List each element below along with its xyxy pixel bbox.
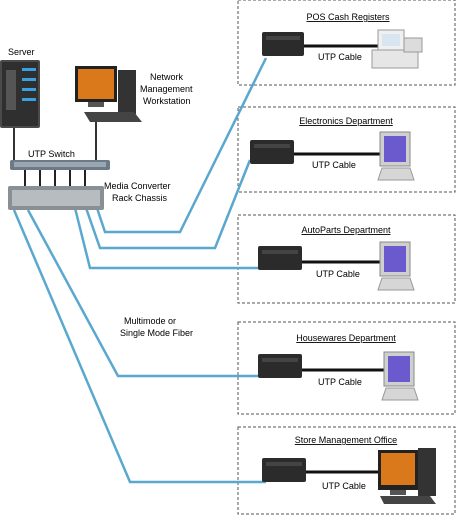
cable-label-3: UTP Cable xyxy=(318,377,362,387)
utp-switch-icon xyxy=(10,160,110,170)
department-box-3 xyxy=(237,321,456,415)
fiber-link-autoparts xyxy=(73,207,260,270)
fiber-label-line-0: Multimode or xyxy=(124,316,176,326)
department-box-0 xyxy=(237,0,456,86)
monitor-icon-1 xyxy=(377,131,415,181)
monitor-icon-3 xyxy=(381,351,419,401)
department-title-4: Store Management Office xyxy=(295,435,397,445)
department-title-0: POS Cash Registers xyxy=(306,12,390,22)
media-converter-icon-4 xyxy=(262,458,306,482)
fiber-link-management xyxy=(12,209,266,484)
chassis-label-line-0: Media Converter xyxy=(104,181,171,191)
cable-label-2: UTP Cable xyxy=(316,269,360,279)
server-icon xyxy=(0,60,40,128)
fiber-link-electronics xyxy=(83,159,252,250)
fiber-links xyxy=(12,57,268,484)
media-converter-icon-2 xyxy=(258,246,302,270)
workstation-icon xyxy=(75,66,142,122)
department-title-3: Housewares Department xyxy=(296,333,396,343)
media-converter-icon-1 xyxy=(250,140,294,164)
patch-cables xyxy=(24,170,86,186)
department-box-4 xyxy=(237,426,456,515)
department-title-1: Electronics Department xyxy=(299,116,393,126)
monitor-icon-2 xyxy=(377,241,415,291)
department-box-1 xyxy=(237,106,456,193)
cable-label-1: UTP Cable xyxy=(312,160,356,170)
fiber-label-line-1: Single Mode Fiber xyxy=(120,328,193,338)
media-converter-icon-3 xyxy=(258,354,302,378)
cable-label-0: UTP Cable xyxy=(318,52,362,62)
cable-label-4: UTP Cable xyxy=(322,481,366,491)
desktop-pc-icon xyxy=(378,448,436,504)
workstation-label-line-0: Network xyxy=(150,72,184,82)
media-converter-chassis-icon xyxy=(8,186,104,210)
chassis-label-line-1: Rack Chassis xyxy=(112,193,168,203)
server-label: Server xyxy=(8,47,35,57)
media-converter-icon-0 xyxy=(262,32,304,56)
workstation-label-line-2: Workstation xyxy=(143,96,190,106)
department-title-2: AutoParts Department xyxy=(301,225,391,235)
fiber-link-pos xyxy=(93,57,268,234)
fiber-link-housewares xyxy=(26,209,262,378)
switch-label: UTP Switch xyxy=(28,149,75,159)
workstation-label-line-1: Management xyxy=(140,84,193,94)
cash-register-icon xyxy=(371,29,423,69)
department-box-2 xyxy=(237,214,456,304)
